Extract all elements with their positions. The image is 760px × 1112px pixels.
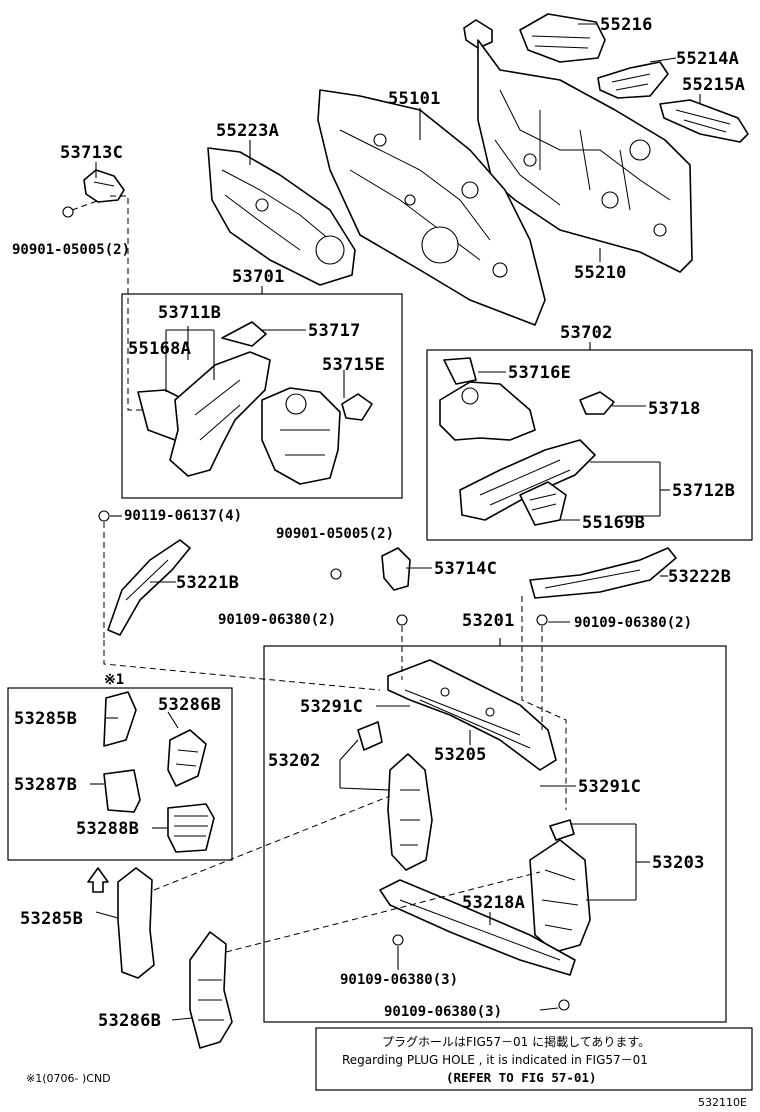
label-90109-06380-3-a: 90109-06380(3) [340,972,458,988]
leader-lines [90,23,701,1021]
part-53221B-drawing [98,510,381,691]
label-53291C-b: 53291C [578,777,641,797]
part-53222B-drawing [521,547,677,810]
label-53288B: 53288B [76,819,139,839]
label-90119-06137-4: 90119-06137(4) [124,508,242,524]
group-box-53201 [263,645,727,1023]
label-53712B: 53712B [672,481,735,501]
part-55215A-drawing [659,99,749,143]
label-55214A: 55214A [676,49,739,69]
part-53702-drawing [439,357,615,526]
label-53202: 53202 [268,751,321,771]
label-55216: 55216 [600,15,653,35]
label-53701: 53701 [232,267,285,287]
label-53713C: 53713C [60,143,123,163]
label-90901-05005-2-a: 90901-05005(2) [12,242,130,258]
part-55101-drawing [317,89,546,326]
label-53714C: 53714C [434,559,497,579]
label-53718: 53718 [648,399,701,419]
note1-parts-drawing [103,691,215,853]
part-55223A-drawing [207,147,356,286]
label-53222B: 53222B [668,567,731,587]
up-arrow-icon [87,867,109,893]
label-90109-06380-2-b: 90109-06380(2) [574,615,692,631]
part-53201-drawing [357,614,591,1011]
label-55169B: 55169B [582,513,645,533]
part-55216-drawing [463,13,606,63]
part-53701-drawing [137,321,373,485]
label-55223A: 55223A [216,121,279,141]
part-53714C-drawing [330,547,411,591]
label-53285B-b: 53285B [20,909,83,929]
label-53715E: 53715E [322,355,385,375]
label-53711B: 53711B [158,303,221,323]
label-53702: 53702 [560,323,613,343]
label-53205: 53205 [434,745,487,765]
part-55214A-drawing [597,61,669,99]
label-53287B: 53287B [14,775,77,795]
label-53221B: 53221B [176,573,239,593]
part-53713C-drawing [62,169,142,411]
part-53285B-drawing [117,795,391,979]
label-55210: 55210 [574,263,627,283]
label-55101: 55101 [388,89,441,109]
label-53716E: 53716E [508,363,571,383]
label-90109-06380-3-b: 90109-06380(3) [384,1004,502,1020]
label-55168A: 55168A [128,339,191,359]
label-53203: 53203 [652,853,705,873]
diagram-code: 532110E [698,1096,747,1109]
label-53717: 53717 [308,321,361,341]
label-90109-06380-2-a: 90109-06380(2) [218,612,336,628]
label-mark1: ※1 [104,672,124,688]
label-53218A: 53218A [462,893,525,913]
note-refer: (REFER TO FIG 57-01) [446,1070,597,1085]
label-53291C-a: 53291C [300,697,363,717]
note-box [315,1027,753,1091]
label-53286B-a: 53286B [158,695,221,715]
label-90901-05005-2-b: 90901-05005(2) [276,526,394,542]
footnote: ※1(0706- )CND [26,1072,111,1085]
note-english: Regarding PLUG HOLE , it is indicated in… [342,1053,648,1067]
label-53201: 53201 [462,611,515,631]
group-box-note1 [7,687,233,861]
label-53285B-a: 53285B [14,709,77,729]
label-55215A: 55215A [682,75,745,95]
part-53286B-drawing [189,871,541,1049]
part-55210-drawing [477,39,693,273]
note-japanese: プラグホールはFIG57－01 に掲載してあります。 [382,1034,650,1049]
label-53286B-b: 53286B [98,1011,161,1031]
